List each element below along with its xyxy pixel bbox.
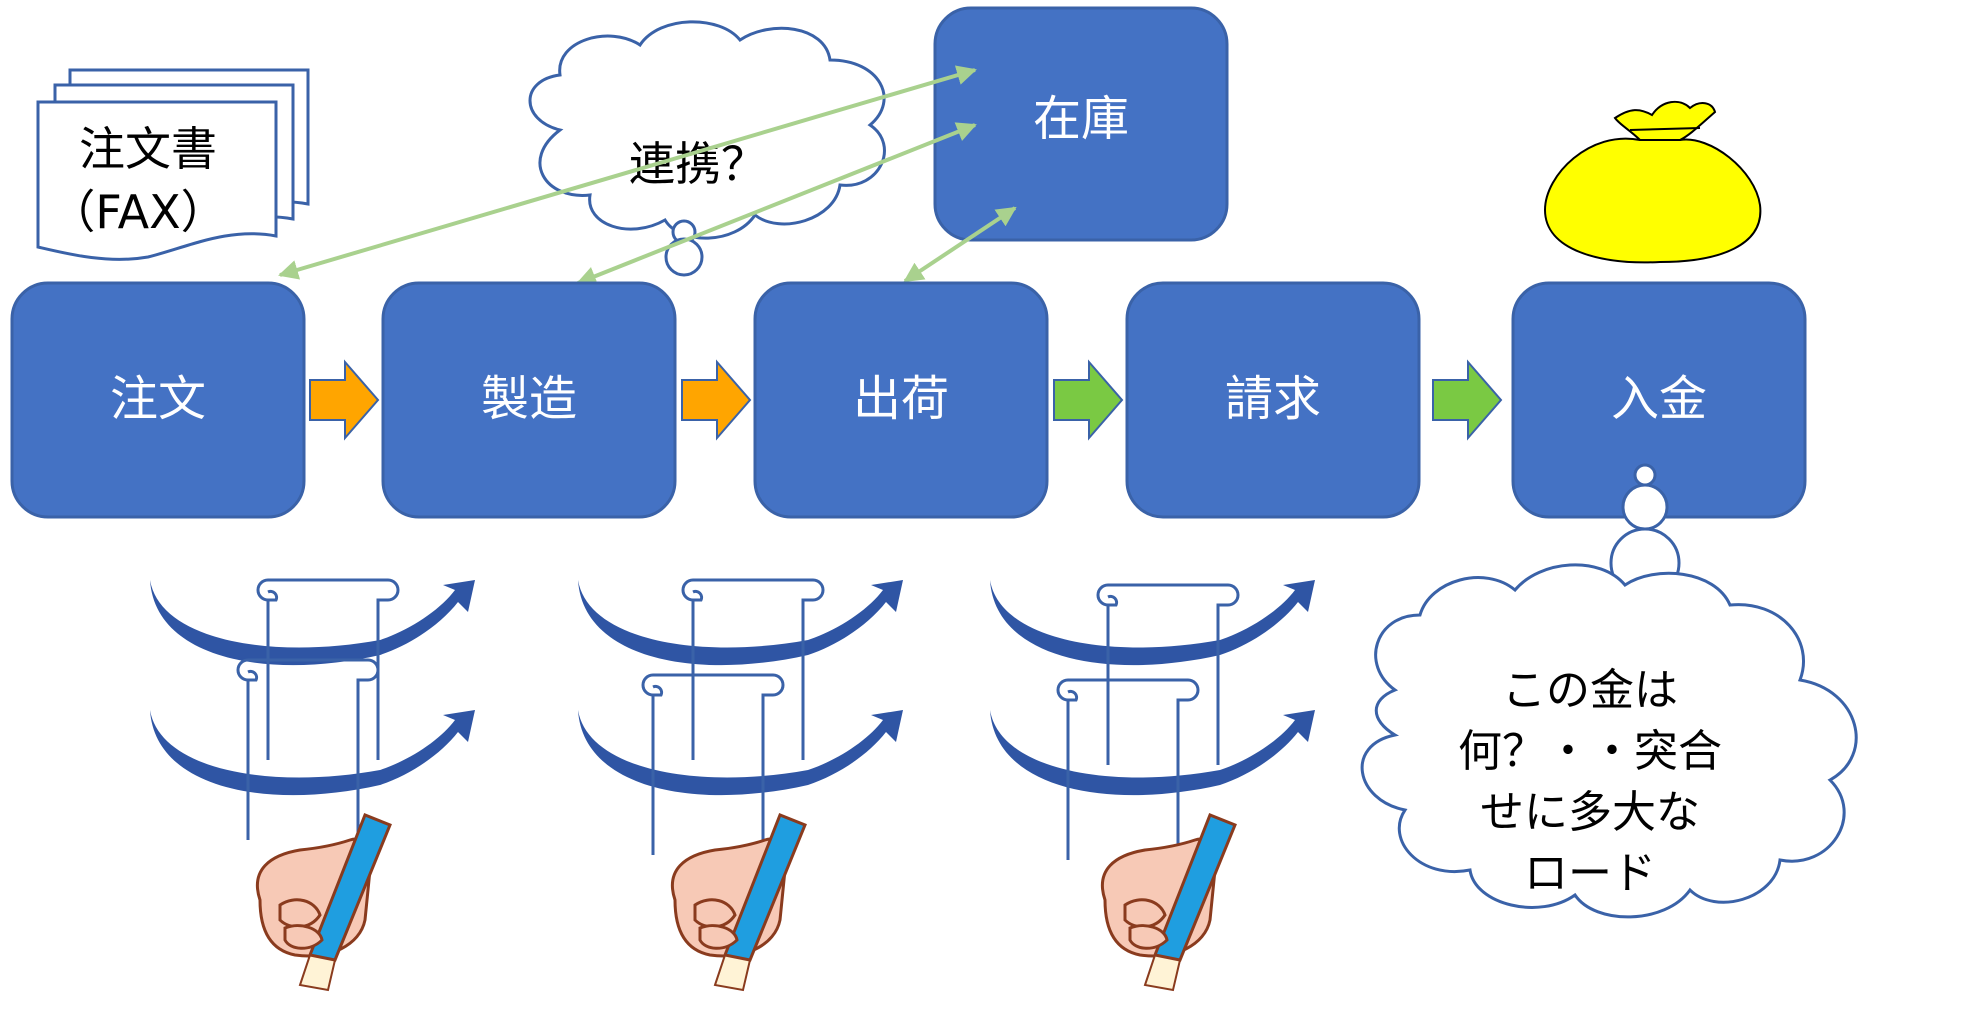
curved-arrow-icon [150, 580, 475, 666]
writing-hand-icon [255, 813, 392, 992]
paper-scroll-icon [681, 578, 825, 762]
stock-box: 在庫 [933, 6, 1229, 242]
fax-document-title: 注文書 [79, 122, 217, 176]
writing-hand-icon [1100, 813, 1237, 992]
flow-arrow-1 [309, 359, 380, 441]
writing-hand-icon [670, 813, 807, 992]
process-box-billing: 請求 [1125, 281, 1421, 519]
paperwork-group-1 [150, 578, 475, 992]
paperwork-group-3 [990, 580, 1315, 992]
thought-line-3: せに多大な [1480, 787, 1700, 838]
stock-label: 在庫 [1033, 91, 1129, 147]
curved-arrow-icon [578, 580, 903, 666]
paper-scroll-icon [1096, 583, 1240, 767]
process-box-order: 注文 [10, 281, 306, 519]
thought-cloud: この金は 何？・・突合 せに多大な ロード [1360, 563, 1858, 919]
curved-arrow-icon [150, 710, 475, 796]
curved-arrow-icon [578, 710, 903, 796]
process-box-shipping: 出荷 [753, 281, 1049, 519]
flow-arrow-3 [1053, 359, 1124, 441]
flow-arrow-2 [681, 359, 752, 441]
process-label-order: 注文 [110, 371, 206, 427]
paperwork-group-2 [578, 578, 903, 992]
paper-scroll-icon [236, 658, 380, 842]
curved-arrow-icon [990, 710, 1315, 796]
thought-line-2: 何？・・突合 [1458, 726, 1722, 777]
process-box-payment: 入金 [1511, 281, 1807, 519]
process-box-manufacturing: 製造 [381, 281, 677, 519]
process-label-shipping: 出荷 [853, 371, 949, 427]
fax-document-subtitle: （FAX） [49, 185, 226, 239]
link-arrows [278, 65, 1017, 286]
process-label-billing: 請求 [1225, 371, 1321, 427]
curved-arrow-icon [990, 580, 1315, 666]
thought-line-1: この金は [1502, 665, 1678, 716]
process-label-manufacturing: 製造 [481, 371, 577, 427]
flow-arrow-4 [1432, 359, 1503, 441]
paper-scroll-icon [1056, 678, 1200, 862]
process-label-payment: 入金 [1611, 371, 1707, 427]
fax-document-icon: 注文書 （FAX） [36, 68, 310, 261]
money-bag-icon [1543, 100, 1762, 264]
thought-line-4: ロード [1524, 848, 1656, 899]
paper-scroll-icon [641, 673, 785, 857]
